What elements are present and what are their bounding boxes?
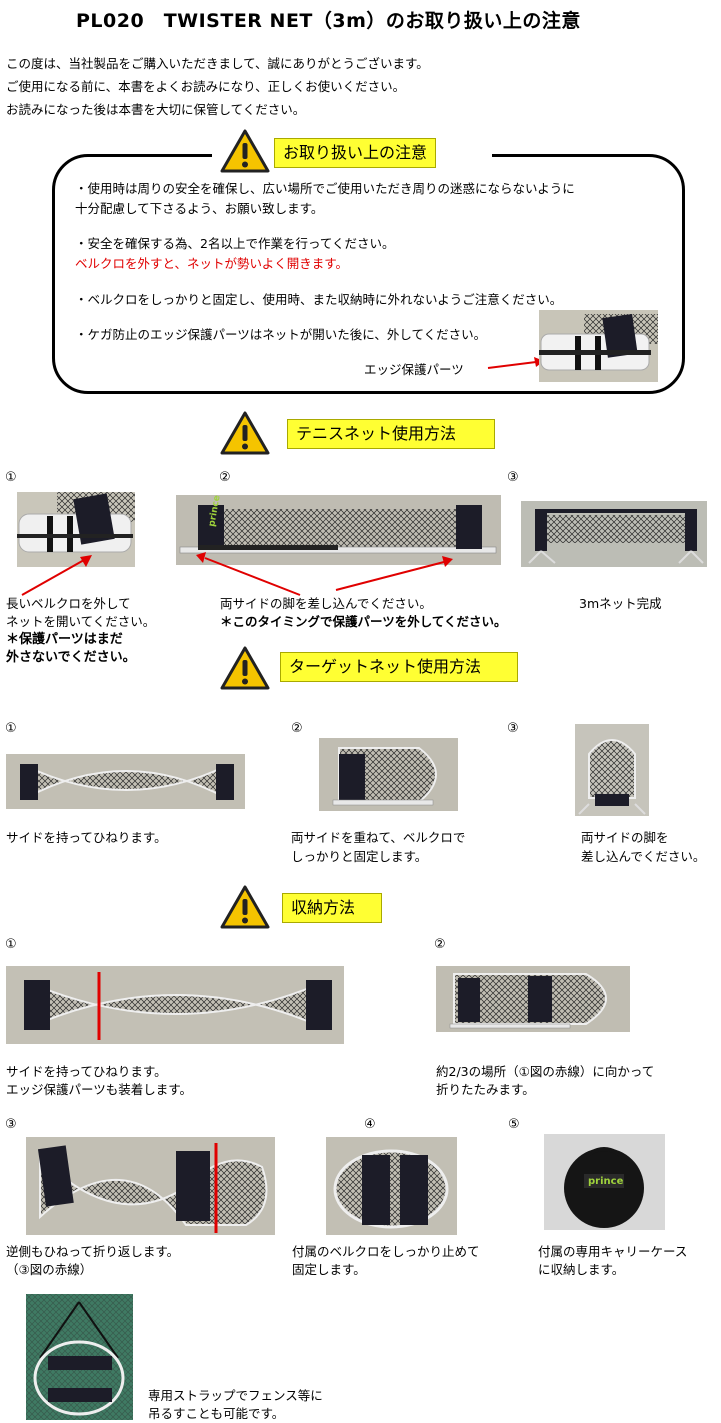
tennis-step-2-number: ② (219, 470, 231, 485)
storage-heading: 収納方法 (282, 893, 382, 923)
intro-line-3: お読みになった後は本書を大切に保管してください。 (6, 102, 306, 117)
edge-parts-photo (539, 310, 658, 382)
target-step-2-number: ② (291, 721, 303, 736)
caution-item-2: ・安全を確保する為、2名以上で作業を行ってください。 (75, 236, 395, 251)
target-step-3-number: ③ (507, 721, 519, 736)
hanging-text-2: 吊るすことも可能です。 (148, 1406, 285, 1421)
intro-line-1: この度は、当社製品をご購入いただきまして、誠にありがとうございます。 (6, 56, 429, 71)
tennis-step-2-note: ＊このタイミングで保護パーツを外してください。 (220, 614, 507, 629)
case-logo-prince: prince (588, 1176, 624, 1187)
caution-item-3: ・ベルクロをしっかりと固定し、使用時、また収納時に外れないようご注意ください。 (75, 292, 563, 307)
tennis-step-3-number: ③ (507, 470, 519, 485)
tennis-step-2-text: 両サイドの脚を差し込んでください。 (220, 596, 432, 611)
caution-item-4: ・ケガ防止のエッジ保護パーツはネットが開いた後に、外してください。 (75, 327, 487, 342)
caution-item-1: ・使用時は周りの安全を確保し、広い場所でご使用いただき周りの迷惑にならないように (75, 181, 575, 196)
warning-icon (220, 410, 270, 456)
tennis-step-1-note-1: ＊保護パーツはまだ (6, 632, 123, 647)
tennis-step-1-photo (17, 492, 135, 567)
storage-step-1-photo (6, 966, 344, 1044)
storage-step-5-text-2: に収納します。 (538, 1262, 625, 1277)
storage-step-1-number: ① (5, 937, 17, 952)
caution-item-2-warning: ベルクロを外すと、ネットが勢いよく開きます。 (75, 256, 349, 271)
storage-step-4-photo (326, 1137, 457, 1235)
storage-step-5-text-1: 付属の専用キャリーケース (538, 1244, 688, 1259)
caution-item-1-cont: 十分配慮して下さるよう、お願い致します。 (75, 201, 324, 216)
storage-step-2-number: ② (434, 937, 446, 952)
storage-step-2-text-1: 約2/3の場所（①図の赤線）に向かって (436, 1064, 655, 1079)
tennis-arrows (21, 552, 453, 596)
target-heading: ターゲットネット使用方法 (280, 652, 518, 682)
fence-hanging-photo (26, 1294, 133, 1420)
tennis-heading: テニスネット使用方法 (287, 419, 495, 449)
target-step-2-photo (319, 738, 458, 811)
target-step-1-text: サイドを持ってひねります。 (6, 830, 167, 845)
storage-step-3-number: ③ (5, 1117, 17, 1132)
storage-step-4-text-2: 固定します。 (292, 1262, 366, 1277)
storage-step-4-text-1: 付属のベルクロをしっかり止めて (292, 1244, 480, 1259)
tennis-step-3-text: 3mネット完成 (579, 596, 662, 611)
target-step-2-text-1: 両サイドを重ねて、ベルクロで (291, 830, 466, 845)
target-step-1-photo (6, 754, 245, 809)
storage-step-2-photo (436, 966, 630, 1032)
tennis-step-1-number: ① (5, 470, 17, 485)
tennis-step-2-photo (176, 495, 501, 565)
target-step-3-text-1: 両サイドの脚を (581, 830, 669, 845)
target-step-3-text-2: 差し込んでください。 (581, 849, 706, 864)
tennis-step-1-text-2: ネットを開いてください。 (6, 614, 156, 629)
target-step-3-photo (575, 724, 649, 816)
edge-parts-label: エッジ保護パーツ (364, 362, 464, 377)
hanging-text-1: 専用ストラップでフェンス等に (148, 1388, 323, 1403)
storage-step-1-text-2: エッジ保護パーツも装着します。 (6, 1082, 193, 1097)
storage-step-2-text-2: 折りたたみます。 (436, 1082, 535, 1097)
warning-icon (220, 645, 270, 691)
target-step-1-number: ① (5, 721, 17, 736)
tennis-step-1-text-1: 長いベルクロを外して (6, 596, 131, 611)
storage-step-4-number: ④ (364, 1117, 376, 1132)
tennis-step-1-note-2: 外さないでください。 (6, 650, 136, 665)
intro-line-2: ご使用になる前に、本書をよくお読みになり、正しくお使いください。 (6, 79, 406, 94)
storage-step-3-photo (26, 1137, 275, 1235)
storage-step-3-text-1: 逆側もひねって折り返します。 (6, 1244, 180, 1259)
page-title: PL020 TWISTER NET（3m）のお取り扱い上の注意 (76, 10, 581, 32)
tennis-step-3-photo (521, 501, 707, 567)
storage-step-3-text-2: （③図の赤線） (6, 1262, 93, 1277)
caution-heading: お取り扱い上の注意 (274, 138, 437, 168)
storage-step-1-text-1: サイドを持ってひねります。 (6, 1064, 167, 1079)
target-step-2-text-2: しっかりと固定します。 (291, 849, 428, 864)
warning-icon (220, 128, 270, 174)
storage-step-5-number: ⑤ (508, 1117, 520, 1132)
storage-step-5-photo (544, 1134, 665, 1230)
warning-icon (220, 884, 270, 930)
edge-parts-arrow (487, 357, 544, 369)
